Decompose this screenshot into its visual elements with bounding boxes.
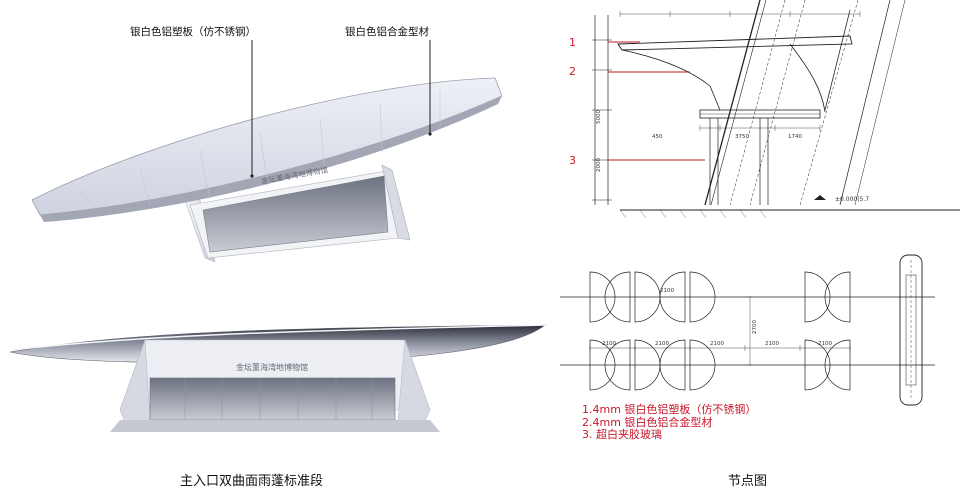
- callout-aluminum-composite-panel: 银白色铝塑板（仿不锈钢）: [130, 26, 256, 38]
- dim-section-1: 450: [652, 134, 663, 140]
- material-legend: 1.4mm 银白色铝塑板（仿不锈钢） 2.4mm 银白色铝合金型材 3. 超白夹…: [582, 403, 757, 442]
- render-caption: 主入口双曲面雨蓬标准段: [180, 474, 324, 489]
- node-drawings: 450 3750 1740 5000 2000 ±0.000(5.7: [560, 0, 960, 406]
- sign-text-bottom: 金坛董海湾地博物馆: [236, 362, 308, 372]
- legend-item-3: 3. 超白夹胶玻璃: [582, 428, 662, 441]
- dim-plan-4: 2100: [765, 341, 779, 347]
- detail-caption: 节点图: [728, 474, 768, 489]
- level-mark: ±0.000(5.7: [835, 196, 869, 203]
- bottom-render: 金坛董海湾地博物馆: [9, 324, 546, 433]
- dim-plan-6: 2100: [660, 288, 674, 294]
- dim-section-2: 3750: [735, 134, 749, 140]
- dim-plan-1: 2100: [602, 341, 616, 347]
- plan-dimensions: 2100 2100 2100 2100 2100 2100 2700: [602, 288, 832, 347]
- dim-plan-5: 2100: [818, 341, 832, 347]
- node-number-3: 3: [569, 154, 576, 167]
- dim-plan-2: 2100: [655, 341, 669, 347]
- callout-aluminum-profile: 银白色铝合金型材: [345, 26, 429, 38]
- dim-plan-7: 2700: [752, 320, 758, 334]
- legend-item-2: 2.4mm 银白色铝合金型材: [582, 415, 713, 429]
- top-render: 金坛董海湾地博物馆: [31, 40, 503, 263]
- dim-plan-3: 2100: [710, 341, 724, 347]
- plan-drawing: [560, 254, 935, 406]
- dim-section-4: 5000: [596, 110, 602, 124]
- rendering-panel: 金坛董海湾地博物馆 金坛董海湾地博物馆 银白: [9, 26, 546, 489]
- canopy-renderings: 金坛董海湾地博物馆 金坛董海湾地博物馆: [9, 40, 546, 433]
- legend-item-1: 1.4mm 银白色铝塑板（仿不锈钢）: [582, 403, 757, 416]
- detail-panel: 450 3750 1740 5000 2000 ±0.000(5.7: [560, 0, 960, 495]
- dim-section-5: 2000: [596, 158, 602, 172]
- dim-section-3: 1740: [788, 134, 802, 140]
- section-dimensions: 450 3750 1740 5000 2000 ±0.000(5.7: [596, 110, 869, 203]
- node-number-2: 2: [569, 65, 576, 78]
- section-drawing: [592, 0, 960, 219]
- node-number-1: 1: [569, 36, 576, 49]
